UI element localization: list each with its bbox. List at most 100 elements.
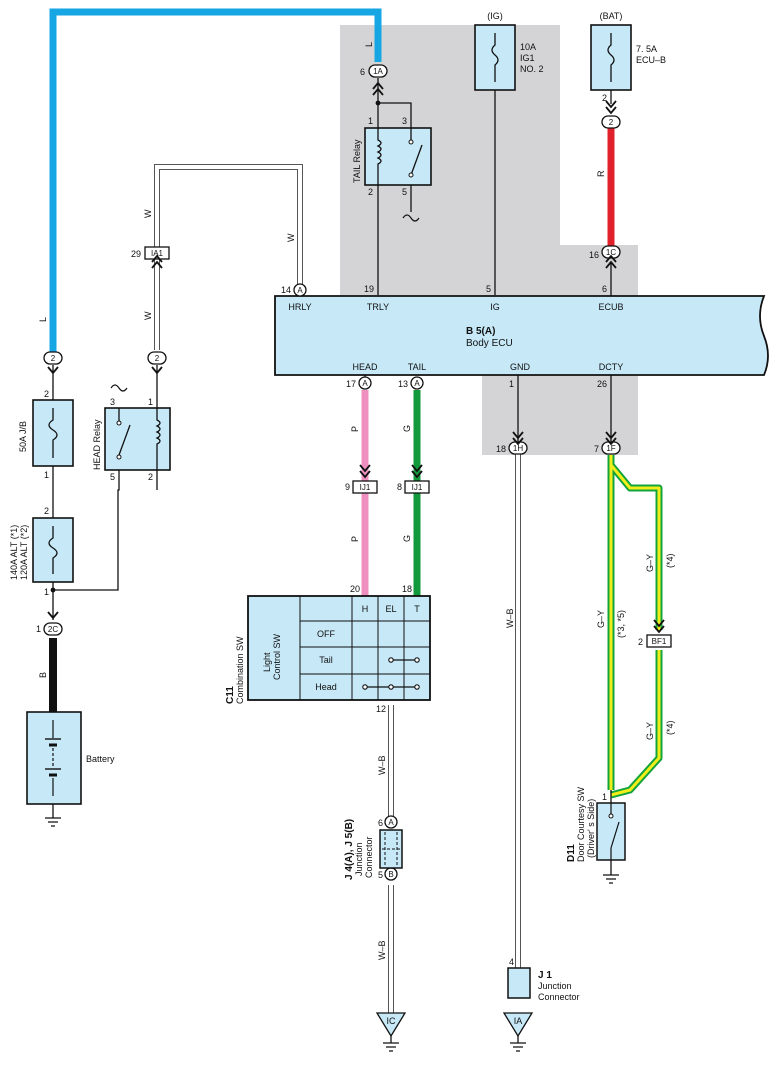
wire-label-WB-1: W–B <box>505 608 515 628</box>
wire-WB <box>388 452 521 1013</box>
switch-col-EL: EL <box>385 604 396 614</box>
pin-2-alt: 2 <box>44 506 49 516</box>
pin-16: 16 <box>589 250 599 260</box>
ecu-terminal-hrly: HRLY <box>288 302 311 312</box>
door-sw-name-1: Door Courtesy SW <box>576 786 586 862</box>
connector-markers <box>43 64 672 881</box>
ecu-terminal-gnd: GND <box>510 362 531 372</box>
connector-chevrons <box>47 81 665 634</box>
pin-8: 8 <box>397 482 402 492</box>
pin-20: 20 <box>350 584 360 594</box>
pin-5-ig: 5 <box>486 284 491 294</box>
ground-icons <box>45 815 619 1052</box>
wire-label-GY-ref35: (*3, *5) <box>616 610 626 638</box>
pin-26: 26 <box>597 379 607 389</box>
wire-label-R: R <box>596 170 606 177</box>
body-ecu <box>274 295 769 376</box>
pin-6-j4: 6 <box>378 818 383 828</box>
conn-1F: 1F <box>606 444 615 453</box>
wire-label-GY-1: G–Y <box>596 610 606 628</box>
conn-A-hrly: A <box>297 286 303 295</box>
conn-B-j5: B <box>388 870 393 879</box>
pin-1-50a: 1 <box>44 470 49 480</box>
switch-row-head: Head <box>315 682 337 692</box>
junction-j1-name-2: Connector <box>538 992 580 1002</box>
wire-label-WB-3: W–B <box>377 940 387 960</box>
pin-12: 12 <box>376 704 386 714</box>
switch-row-off: OFF <box>317 629 335 639</box>
conn-2-head: 2 <box>155 354 160 363</box>
pin-2-tail: 2 <box>368 187 373 197</box>
wire-label-P-2: P <box>350 536 360 542</box>
conn-A-j4: A <box>388 818 394 827</box>
switch-row-tail: Tail <box>319 655 333 665</box>
light-control-line2: Control SW <box>272 633 282 680</box>
conn-1H: 1H <box>513 444 523 453</box>
combination-sw-name: Combination SW <box>235 636 245 704</box>
pin-17: 17 <box>346 379 356 389</box>
bat-fuse-line2: ECU–B <box>636 55 666 65</box>
ecu-code: B 5(A) <box>466 326 495 337</box>
pin-5-head: 5 <box>110 472 115 482</box>
wire-label-GY-ref4-1: (*4) <box>665 553 675 568</box>
ecu-terminal-tail: TAIL <box>408 362 426 372</box>
junction-j4-j5 <box>379 829 403 869</box>
wire-label-WB-2: W–B <box>377 755 387 775</box>
ground-IC: IC <box>387 1016 397 1026</box>
door-courtesy-switch <box>596 802 626 861</box>
conn-BF1: BF1 <box>652 637 667 646</box>
conn-2-ecub: 2 <box>609 118 614 127</box>
junction-j1-code: J 1 <box>538 970 552 981</box>
ig-fuse-line3: NO. 2 <box>520 64 544 74</box>
head-relay-label: HEAD Relay <box>92 419 102 470</box>
pin-1-head: 1 <box>148 397 153 407</box>
bat-fuse-line1: 7. 5A <box>636 44 657 54</box>
junction-j4-name-1: Junction <box>354 842 364 876</box>
wire-L <box>49 8 382 352</box>
pin-1-gnd: 1 <box>509 379 514 389</box>
wire-label-GY-ref4-2: (*4) <box>665 720 675 735</box>
combination-sw-code: C11 <box>225 686 236 704</box>
wire-label-G-1: G <box>402 425 412 432</box>
ecu-terminal-head: HEAD <box>352 362 378 372</box>
wire-label-P-1: P <box>350 426 360 432</box>
wire-label-L-top: L <box>364 42 374 47</box>
conn-IA1: IA1 <box>151 249 164 258</box>
junction-j4-name-2: Connector <box>364 836 374 878</box>
conn-A-tail: A <box>414 379 420 388</box>
pin-13: 13 <box>398 379 408 389</box>
pin-1-door: 1 <box>602 792 607 802</box>
pin-29: 29 <box>131 249 141 259</box>
thin-wires <box>52 78 612 872</box>
door-sw-code: D11 <box>566 844 577 862</box>
door-sw-name-2: (Driver' s Side) <box>586 799 596 858</box>
head-relay <box>104 407 171 471</box>
wire-label-W-2: W <box>286 233 296 242</box>
pin-1-tail: 1 <box>368 116 373 126</box>
fuse-50a-label: 50A J/B <box>18 421 28 452</box>
pin-2-50a: 2 <box>44 389 49 399</box>
pin-3-tail: 3 <box>402 116 407 126</box>
ecu-name: Body ECU <box>466 338 513 349</box>
tilde-icon <box>402 214 420 222</box>
wire-label-B: B <box>38 672 48 678</box>
ig-label: (IG) <box>487 11 503 21</box>
ground-IA: IA <box>514 1016 523 1026</box>
fuse-alt-label-2: 120A ALT (*2) <box>19 525 29 580</box>
wire-label-L-left: L <box>38 317 48 322</box>
tail-relay <box>364 127 432 186</box>
pin-5-tail: 5 <box>402 187 407 197</box>
ecu-terminal-ecub: ECUB <box>598 302 623 312</box>
pin-2-bf1: 2 <box>638 637 643 647</box>
pin-6-ecub: 6 <box>602 284 607 294</box>
conn-2-left: 2 <box>51 354 56 363</box>
battery <box>26 711 82 805</box>
pin-7-1f: 7 <box>594 444 599 454</box>
pin-2-ecub: 2 <box>602 93 607 103</box>
fuse-ecu-b <box>590 24 632 91</box>
bat-label: (BAT) <box>600 11 623 21</box>
pin-6-1a: 6 <box>360 67 365 77</box>
junction-j4-code: J 4(A), J 5(B) <box>344 819 355 880</box>
wire-label-W-1: W <box>143 209 153 218</box>
